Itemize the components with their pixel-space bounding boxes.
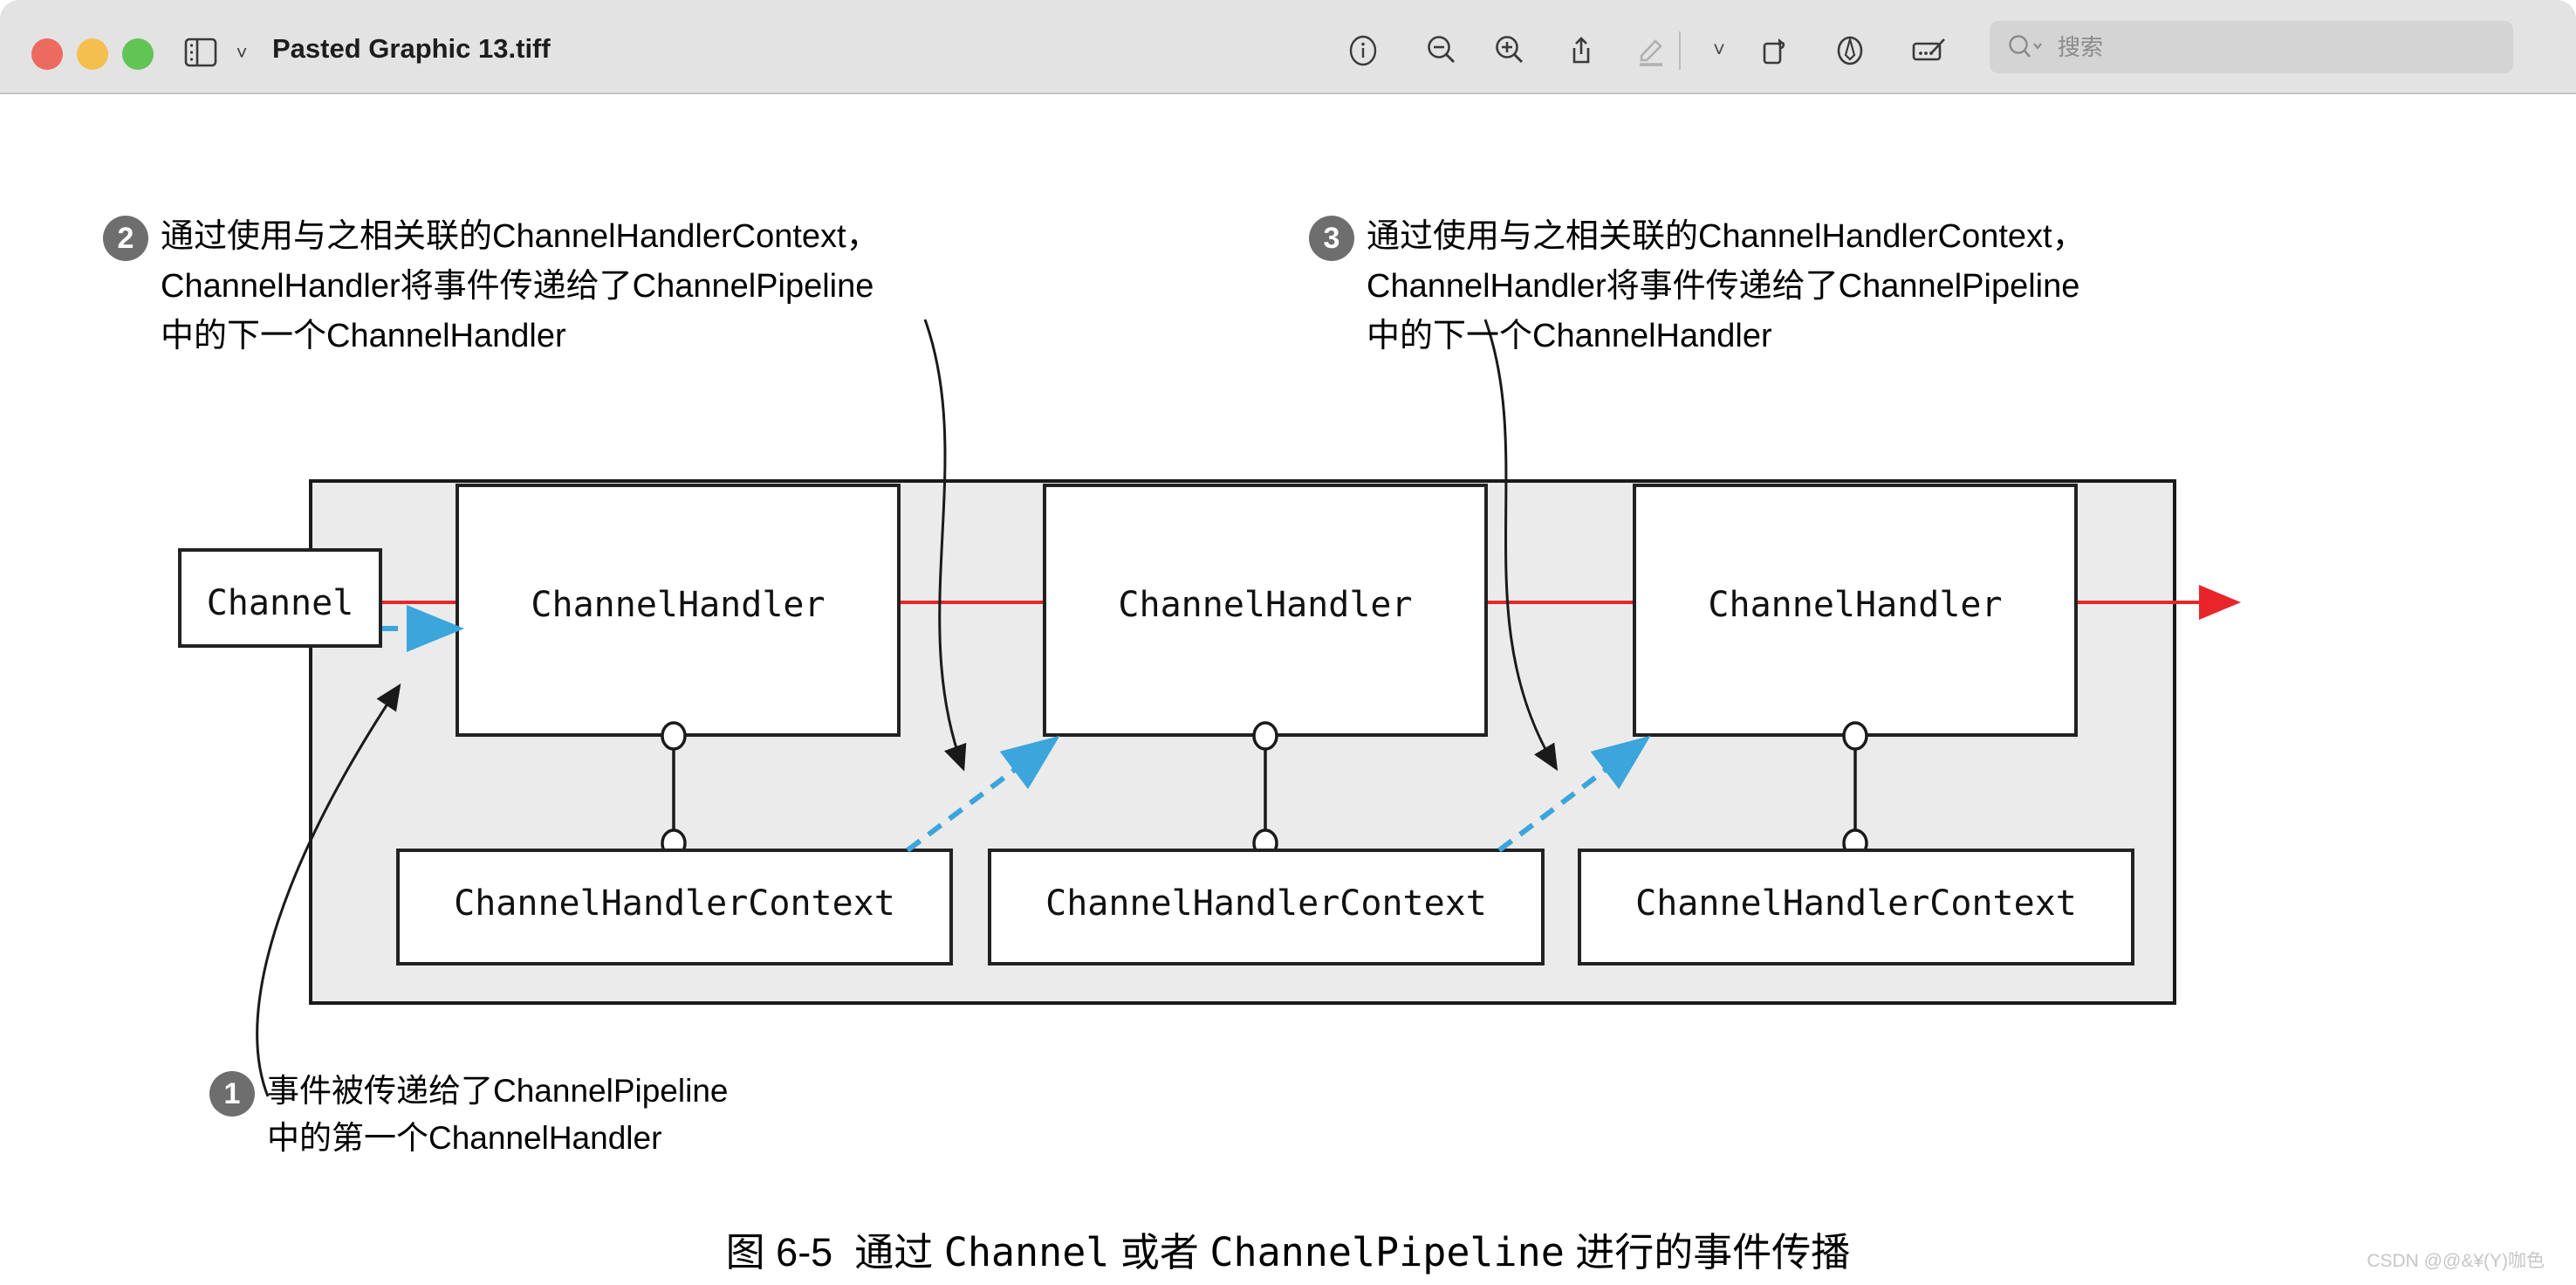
markup-icon[interactable] — [1831, 31, 1869, 70]
handler-box-1 — [456, 484, 901, 737]
caption-suffix: 进行的事件传播 — [1564, 1230, 1851, 1275]
info-icon[interactable] — [1344, 31, 1382, 70]
context-label-3: ChannelHandlerContext — [1635, 883, 2077, 924]
context-arrow-2 — [1497, 735, 1651, 853]
channel-box — [178, 548, 382, 648]
maximize-button[interactable] — [122, 38, 154, 70]
callout-1-text: 事件被传递给了ChannelPipeline 中的第一个ChannelHandl… — [267, 1073, 729, 1156]
callout-2-text: 通过使用与之相关联的ChannelHandlerContext， Channel… — [161, 218, 880, 354]
caption-prefix: 图 6-5 通过 — [725, 1230, 944, 1275]
close-button[interactable] — [31, 38, 63, 70]
channel-pipeline-diagram: ChannelPipeline Channel ChannelHandler C… — [178, 319, 2241, 1097]
document-canvas: ChannelPipeline Channel ChannelHandler C… — [0, 94, 2576, 1285]
toolbar-divider — [1679, 31, 1681, 70]
handler-label-2: ChannelHandler — [1118, 585, 1412, 625]
zoom-in-icon[interactable] — [1490, 31, 1529, 70]
sidebar-chevron-down-icon[interactable]: ˅ — [236, 42, 248, 64]
figure-caption: 图 6-5 通过 Channel 或者 ChannelPipeline 进行的事… — [0, 1220, 2576, 1277]
share-icon[interactable] — [1562, 31, 1600, 70]
highlight-icon[interactable] — [1632, 31, 1670, 70]
context-box-3 — [1578, 849, 2134, 965]
context-label-1: ChannelHandlerContext — [454, 883, 895, 924]
signature-icon[interactable] — [1908, 31, 1946, 70]
context-box-1 — [396, 849, 953, 965]
sidebar-toggle-icon[interactable] — [182, 35, 220, 70]
minimize-button[interactable] — [77, 38, 108, 70]
context-arrow-1 — [906, 735, 1060, 853]
search-placeholder: 搜索 — [2058, 34, 2104, 60]
handler-label-3: ChannelHandler — [1708, 585, 2002, 625]
callout-2-leader — [923, 319, 967, 772]
caption-mono-channel: Channel — [943, 1229, 1110, 1275]
context-box-2 — [988, 849, 1545, 965]
callout-3-badge: 3 — [1309, 216, 1354, 261]
channel-label: Channel — [207, 583, 354, 623]
watermark: CSDN @@&¥(Y)咖色 — [2367, 1251, 2545, 1271]
document-title: Pasted Graphic 13.tiff — [272, 33, 551, 64]
search-icon — [2007, 33, 2049, 61]
caption-mono-pipeline: ChannelPipeline — [1209, 1229, 1565, 1275]
zoom-out-icon[interactable] — [1422, 31, 1461, 70]
callout-1-badge: 1 — [209, 1071, 255, 1117]
context-label-2: ChannelHandlerContext — [1045, 883, 1487, 924]
callout-1-leader — [256, 683, 401, 1097]
toolbar-chevron-down-icon[interactable]: ˅ — [1712, 38, 1725, 62]
callout-3-text: 通过使用与之相关联的ChannelHandlerContext， Channel… — [1367, 218, 2086, 354]
caption-mid: 或者 — [1109, 1230, 1210, 1275]
window-titlebar: ˅ Pasted Graphic 13.tiff — [0, 0, 2576, 94]
callout-2-badge: 2 — [103, 216, 148, 261]
handler-label-1: ChannelHandler — [531, 585, 825, 625]
search-input[interactable]: 搜索 — [1990, 21, 2513, 73]
callout-3-leader — [1483, 319, 1559, 772]
handler-box-3 — [1633, 484, 2078, 737]
rotate-icon[interactable] — [1754, 31, 1792, 70]
handler-box-2 — [1043, 484, 1488, 737]
